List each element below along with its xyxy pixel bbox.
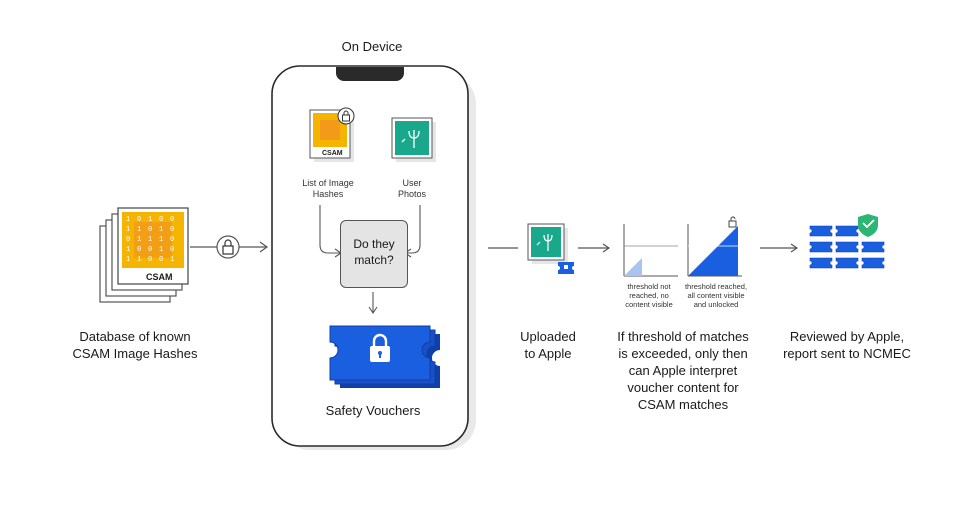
chart2-caption-2: all content visible [687,291,745,300]
database-digit: 1 [159,226,163,234]
match-line1: Do they [353,237,395,251]
database-digit: 0 [159,216,163,224]
database-digit: 1 [159,246,163,254]
safety-vouchers-icon [329,325,440,388]
threshold-label-3: can Apple interpret [628,363,738,378]
database-digit: 1 [148,216,152,224]
database-digit: 0 [159,256,163,264]
hash-label-line1: List of Image [302,178,354,188]
database-label-line1: Database of known [79,329,191,344]
uploaded-photo-icon [527,223,574,274]
arrow-phone-to-upload [488,247,518,249]
database-digit: 1 [137,236,141,244]
database-label-line2: CSAM Image Hashes [72,346,198,361]
upload-label-line2: to Apple [524,346,572,361]
database-digit: 0 [126,236,130,244]
database-card-tag: CSAM [146,272,173,282]
threshold-chart-not-reached [623,224,678,277]
database-digit: 0 [170,226,174,234]
threshold-label-1: If threshold of matches [617,329,749,344]
vouchers-label: Safety Vouchers [325,403,421,418]
database-digit: 1 [137,226,141,234]
threshold-label-2: is exceeded, only then [618,346,748,361]
chart2-caption-1: threshold reached, [684,282,748,291]
database-digit: 1 [137,256,141,264]
threshold-label-4: voucher content for [627,380,739,395]
database-digit: 1 [126,256,130,264]
match-decision-box [340,220,408,288]
database-digit: 0 [170,236,174,244]
database-digit: 0 [148,226,152,234]
hash-lock-icon [337,107,355,125]
database-digit: 0 [170,246,174,254]
reviewed-vouchers-icon [809,214,885,269]
database-digit: 0 [137,246,141,254]
photos-label-line1: User [402,178,422,188]
database-digit: 1 [148,236,152,244]
review-label-line2: report sent to NCMEC [783,346,911,361]
chart1-caption-1: threshold not [627,282,671,291]
hash-card-tag: CSAM [322,150,343,157]
encrypted-transfer-arrow [190,235,269,259]
database-digit: 1 [126,226,130,234]
threshold-label-5: CSAM matches [637,397,729,412]
photos-label-line2: Photos [397,189,427,199]
threshold-chart-reached [687,216,742,277]
match-line2: match? [354,253,394,267]
database-digit: 0 [148,246,152,254]
on-device-title: On Device [341,39,403,54]
image-hash-card [309,109,354,162]
arrow-to-vouchers [368,292,378,314]
database-digit: 0 [170,216,174,224]
database-digit: 0 [137,216,141,224]
upload-label-line1: Uploaded [520,329,576,344]
chart1-caption-3: content visible [625,300,673,309]
arrow-upload-to-threshold [578,243,611,253]
user-photo-card [391,117,436,162]
database-digit: 1 [170,256,174,264]
arrow-threshold-to-review [760,243,799,253]
database-digit: 0 [148,256,152,264]
database-digit: 1 [126,246,130,254]
database-digit: 1 [159,236,163,244]
chart2-caption-3: and unlocked [693,300,739,309]
review-label-line1: Reviewed by Apple, [789,329,905,344]
hash-label-line2: Hashes [312,189,344,199]
chart1-caption-2: reached, no [629,291,669,300]
database-digit: 1 [126,216,130,224]
